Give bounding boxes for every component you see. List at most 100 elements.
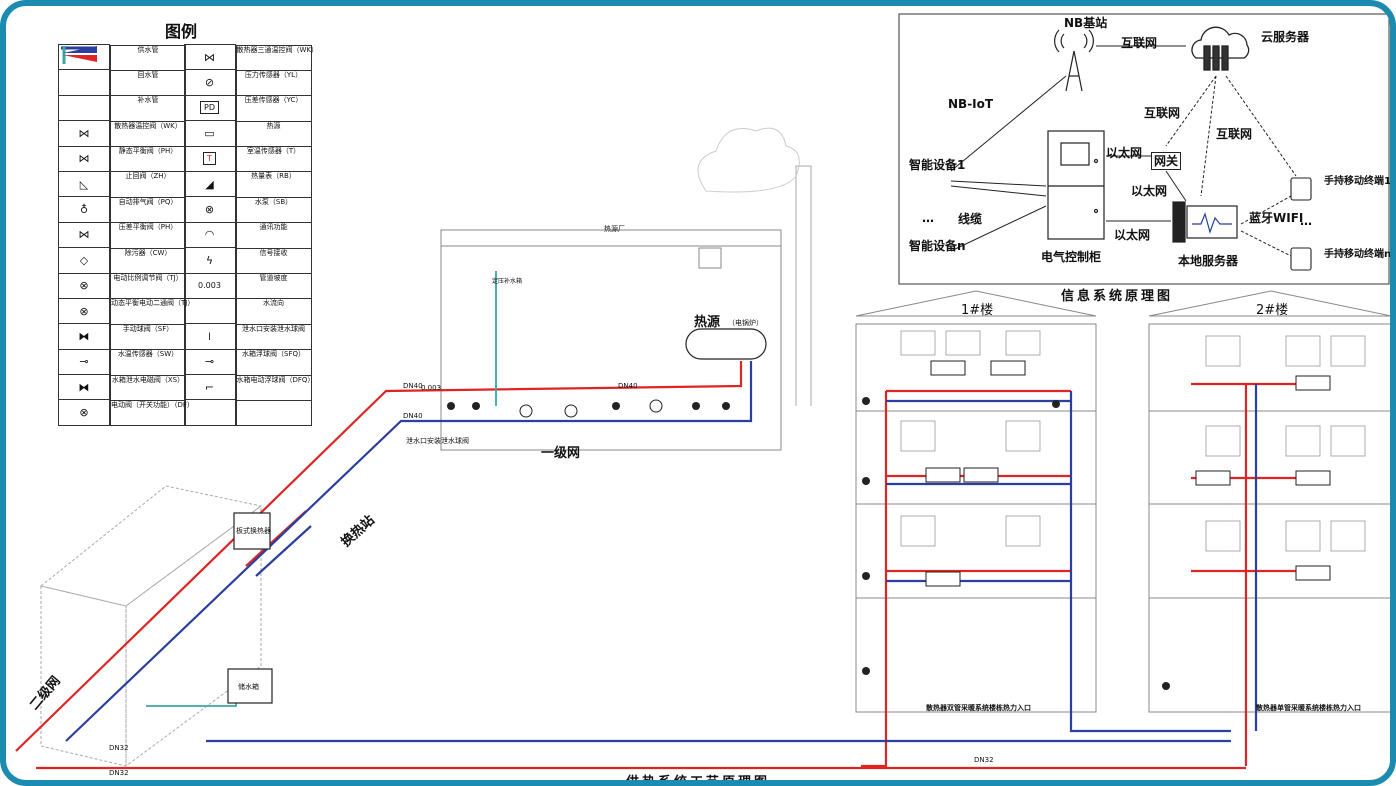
- storage-tank: [227, 668, 273, 704]
- local-server-icon: [1172, 201, 1238, 243]
- slope-label: 0.003: [421, 384, 442, 392]
- radiators: [925, 360, 1331, 587]
- nb-station-label: NB基站: [1064, 16, 1108, 30]
- handheld-n-label: 手持移动终端n: [1324, 249, 1392, 260]
- legend-label: 电动阀（开关功能）（DF）: [110, 399, 194, 427]
- makeup-tank-label: 定压补水箱: [492, 278, 523, 285]
- building-2: [1148, 290, 1390, 713]
- legend-row: ⊗电动阀（开关功能）（DF）: [58, 399, 312, 427]
- check-valve-icon: ◺: [58, 170, 110, 198]
- plate-heat-exchanger: [233, 512, 271, 550]
- station-building: [39, 485, 263, 767]
- handheld1-label: 手持移动终端1: [1324, 176, 1391, 187]
- ethernet-label-3: 以太网: [1114, 228, 1151, 242]
- signal-icon: ϟ: [183, 247, 236, 274]
- temp-sensor-icon: ⊸: [58, 348, 110, 376]
- legend-label: 水温传感器（SW）: [110, 349, 186, 376]
- legend-label: 静态平衡阀（PH）: [110, 146, 186, 173]
- legend-label: 回水管: [110, 69, 186, 97]
- ball-valve-icon: ⧓: [58, 323, 110, 350]
- solenoid-valve-icon: ⧓: [58, 374, 110, 401]
- boiler-label: （电锅炉）: [728, 319, 763, 327]
- tank-label: 储水箱: [238, 683, 259, 691]
- motor-valve-icon: ⊗: [58, 272, 110, 299]
- drain-label: 泄水口安装泄水球阀: [406, 437, 469, 445]
- info-system-box: [898, 13, 1390, 285]
- legend-label: 管道坡度: [235, 273, 312, 300]
- control-cabinet-icon: [1047, 130, 1105, 240]
- float-valve-icon: ⊸: [183, 348, 236, 376]
- legend-row: ◺止回阀（ZH）◢热量表（RB）: [58, 170, 312, 198]
- dn32-supply: DN32: [109, 769, 129, 777]
- legend-label: 止回阀（ZH）: [110, 171, 186, 198]
- wifi-icon: ◠: [183, 221, 236, 249]
- legend-label: 热源: [235, 120, 312, 148]
- cloud-server-icon: [1191, 26, 1250, 71]
- cabinet-label: 电气控制柜: [1041, 250, 1102, 264]
- return-pipes: [65, 361, 1258, 743]
- makeup-line-icon: [58, 45, 110, 122]
- ethernet-label-2: 以太网: [1131, 184, 1168, 198]
- legend-title: 图例: [164, 22, 197, 41]
- internet-label-right: 互联网: [1216, 127, 1253, 141]
- pd-box-icon: PD: [183, 94, 236, 122]
- slope-icon: 0.003: [183, 272, 236, 299]
- cloud-server-label: 云服务器: [1261, 30, 1310, 44]
- legend-label: 供水管: [110, 44, 186, 71]
- legend-row: ⊗动态平衡电动二通阀（TJ）水流向: [58, 45, 312, 325]
- three-way-valve-icon: ⋈: [183, 43, 236, 71]
- legend-label: 泄水口安装泄水球阀: [235, 323, 312, 351]
- legend-label: 电动比例调节阀（TJ）: [110, 273, 186, 300]
- dn40-supply: DN40: [403, 382, 423, 390]
- heat-source-icon: ▭: [183, 120, 236, 147]
- heat-plant-building: [440, 127, 812, 451]
- ethernet-label-1: 以太网: [1106, 146, 1143, 160]
- dn32-return: DN32: [109, 744, 129, 752]
- legend-label: 信号接收: [235, 247, 312, 275]
- heat-plant-label: 热源厂: [604, 225, 625, 233]
- primary-net-label: 一级网: [541, 446, 581, 461]
- device1-label: 智能设备1: [909, 158, 966, 172]
- legend-empty: [235, 399, 312, 427]
- legend-label: 散热器温控阀（WK）: [110, 120, 186, 148]
- pressure-sensor-icon: ⊘: [183, 69, 236, 96]
- heat-source-label: 热源: [694, 315, 721, 330]
- motor-float-icon: ⌐: [183, 374, 236, 401]
- electric-valve-icon: ⊗: [58, 399, 110, 426]
- dp-valve-icon: ⋈: [58, 221, 110, 249]
- b2-entry-label: 散热器单管采暖系统楼栋热力入口: [1256, 704, 1361, 712]
- flow-arrows-icon: [62, 45, 236, 325]
- info-caption: 信息系统原理图: [1061, 289, 1174, 304]
- ellipsis-label: …: [922, 211, 934, 225]
- internet-label-mid: 互联网: [1144, 106, 1181, 120]
- bt-wifi-label: 蓝牙WIFI: [1249, 211, 1304, 225]
- legend-label: 手动球阀（SF）: [110, 323, 186, 351]
- legend-label: 水箱浮球阀（SFQ）: [235, 349, 312, 376]
- legend-label: 水泵（SB）: [235, 196, 312, 224]
- dn40-mid: DN40: [618, 382, 638, 390]
- legend-row: ⧓手动球阀（SF）⏽泄水口安装泄水球阀: [58, 323, 312, 351]
- legend-label: 自动排气阀（PQ）: [110, 196, 186, 224]
- drain-ball-icon: ⏽: [183, 323, 236, 350]
- cable-label: 线缆: [958, 212, 983, 226]
- balance-valve-icon: ⋈: [58, 145, 110, 172]
- legend-row: ⋈压差平衡阀（PH）◠通讯功能: [58, 221, 312, 249]
- building-1-label: 1#楼: [961, 303, 994, 318]
- handheld-icon: [1290, 177, 1312, 271]
- gateway-box: 网关: [1151, 152, 1182, 170]
- legend-row: ⧓水箱泄水电磁阀（XS）⌐水箱电动浮球阀（DFQ）: [58, 374, 314, 401]
- temp-box-icon: T: [183, 145, 236, 172]
- legend-row: ♁自动排气阀（PQ）⊗水泵（SB）: [58, 196, 312, 224]
- local-server-label: 本地服务器: [1178, 254, 1239, 268]
- legend-label: 水箱泄水电磁阀（XS）: [110, 374, 186, 401]
- device-n-label: 智能设备n: [909, 239, 966, 253]
- dn32-bottom: DN32: [974, 756, 994, 764]
- legend-label: 水箱电动浮球阀（DFQ）: [235, 374, 314, 401]
- legend-label: 除污器（CW）: [110, 247, 186, 275]
- legend-label: 补水管: [110, 95, 186, 122]
